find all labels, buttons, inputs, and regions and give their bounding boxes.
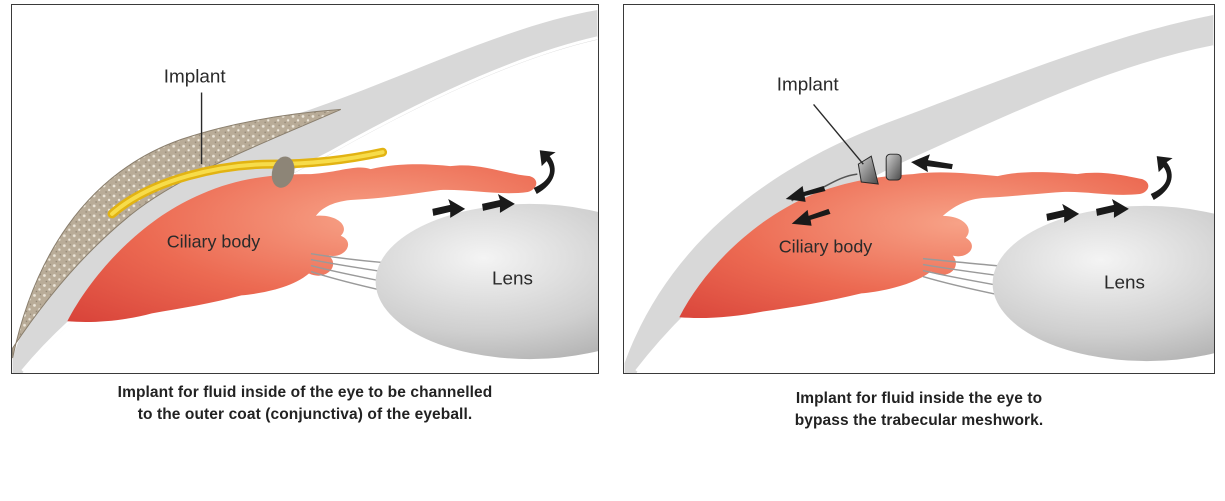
lens <box>375 203 598 360</box>
implant-plate <box>271 156 295 188</box>
lens-label: Lens <box>1104 272 1145 293</box>
lens-label: Lens <box>492 268 533 289</box>
eye-diagram-right: Implant Ciliary body Lens <box>624 14 1214 373</box>
caption-left-line1: Implant for fluid inside of the eye to b… <box>117 384 493 401</box>
diagram-panel-left: Implant Ciliary body Lens <box>11 4 599 374</box>
implant-label: Implant <box>164 67 227 88</box>
implant-leader-line <box>813 104 864 165</box>
diagram-panel-right: Implant Ciliary body Lens <box>623 4 1215 374</box>
flow-arrow-icon <box>432 193 515 218</box>
curved-arrow-icon <box>533 150 556 194</box>
caption-left-line2: to the outer coat (conjunctiva) of the e… <box>137 406 473 423</box>
implant-label: Implant <box>777 75 840 96</box>
sclera-band <box>12 9 598 373</box>
curved-arrow-icon <box>1150 156 1173 200</box>
lens <box>992 205 1214 362</box>
caption-right-line2: bypass the trabecular meshwork. <box>794 412 1044 429</box>
ciliary-body <box>679 172 1149 319</box>
ciliary-body-label: Ciliary body <box>779 237 873 257</box>
flow-arrow-icon <box>785 154 1129 226</box>
conjunctiva-layer <box>12 108 342 359</box>
ciliary-body-label: Ciliary body <box>167 232 261 252</box>
caption-left: Implant for fluid inside of the eye to b… <box>11 382 599 426</box>
caption-right-line1: Implant for fluid inside the eye to <box>795 390 1043 407</box>
ciliary-body <box>67 164 537 322</box>
sclera-band <box>624 14 1214 373</box>
eye-diagram-left: Implant Ciliary body Lens <box>12 9 598 373</box>
caption-right: Implant for fluid inside the eye to bypa… <box>623 388 1215 432</box>
